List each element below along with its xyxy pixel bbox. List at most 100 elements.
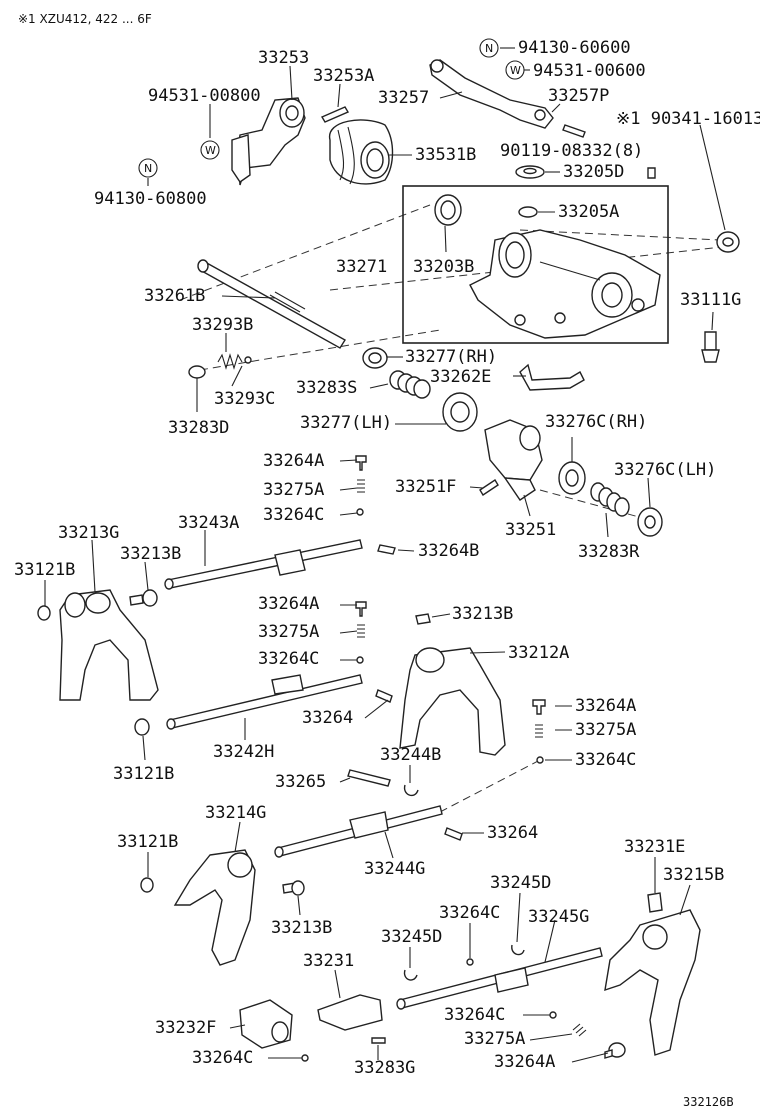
fork-rail-33245G [396,947,603,1010]
leader-lines [44,47,726,1063]
pin-33253A [320,106,350,123]
label-33212A: 33212A [508,643,569,663]
label-33245G: 33245G [528,907,589,927]
select-lever [429,59,586,138]
label-33275A-2: 33275A [258,622,319,642]
bolt-33213B-1 [129,589,158,607]
fork-rail-33244G [274,805,443,858]
label-90119-08332: 90119-08332(8) [500,141,643,161]
label-94130-60800: 94130-60800 [94,189,207,209]
breather-plug [716,231,740,253]
label-33231: 33231 [303,951,354,971]
cushion-33121B-2 [134,718,150,736]
detent-set-2 [355,601,367,664]
label-33264-2: 33264 [487,823,538,843]
ball-33264C-5 [549,1011,557,1019]
cushion-33121B-3 [140,877,154,893]
label-33205D: 33205D [563,162,624,182]
inner-lever [519,363,585,391]
label-33231E: 33231E [624,837,685,857]
detent-set-3 [532,699,546,764]
diagram-code: 332126B [683,1095,734,1109]
label-33265: 33265 [275,772,326,792]
shift-fork-33215B [604,909,701,1056]
label-33253A: 33253A [313,66,374,86]
shift-fork-33214G [173,849,256,966]
label-33283G: 33283G [354,1058,415,1078]
label-33264A-1: 33264A [263,451,324,471]
shift-head [484,419,543,501]
fork-rail-33243A [164,539,363,590]
label-33264A-4: 33264A [494,1052,555,1072]
mark-w-circle-1 [505,60,525,80]
shift-head-33231 [317,994,383,1031]
mark-n-2: N [144,162,152,175]
label-33251: 33251 [505,520,556,540]
label-33121B-1: 33121B [14,560,75,580]
label-33203B: 33203B [413,257,474,277]
label-33262E: 33262E [430,367,491,387]
label-33264-1: 33264 [302,708,353,728]
clip-33244B [403,784,419,797]
shift-fork-33213G [59,589,159,701]
label-33293B: 33293B [192,315,253,335]
label-33283D: 33283D [168,418,229,438]
mark-n-circle-1 [479,38,499,58]
label-33121B-3: 33121B [117,832,178,852]
shift-fork-33212A [399,647,506,756]
clip-33245D-1 [511,944,525,956]
label-94531-00800: 94531-00800 [148,86,261,106]
new-part-marks: N N W W [138,38,525,178]
label-33232F: 33232F [155,1018,216,1038]
ball-33264C-4 [466,958,474,966]
detent-set-1 [355,455,367,516]
shift-head-33232F [239,999,293,1049]
label-33261B: 33261B [144,286,205,306]
bolt-33213B-3 [282,880,305,896]
label-33264C-1: 33264C [263,505,324,525]
pin-33283G [371,1037,386,1044]
label-33245D-2: 33245D [381,927,442,947]
label-94130-60600: 94130-60600 [518,38,631,58]
label-33111G: 33111G [680,290,741,310]
label-33264C-2: 33264C [258,649,319,669]
label-33264C-4: 33264C [439,903,500,923]
mark-w-1: W [510,64,521,77]
header-note: ※1 XZU412, 422 ... 6F [18,12,152,26]
label-33213G: 33213G [58,523,119,543]
mark-w-2: W [205,144,216,157]
shift-case-body [469,229,661,339]
label-33531B: 33531B [415,145,476,165]
label-33242H: 33242H [213,742,274,762]
oil-seal [434,194,462,226]
label-33277-rh: 33277(RH) [405,347,497,367]
label-33277-lh: 33277(LH) [300,413,392,433]
spring-33275A-4 [572,1023,587,1037]
label-33264A-3: 33264A [575,696,636,716]
label-33264B: 33264B [418,541,479,561]
label-33243A: 33243A [178,513,239,533]
label-33213B-2: 33213B [452,604,513,624]
bolt-33264A-4 [604,1042,626,1059]
label-33215B: 33215B [663,865,724,885]
mark-n-1: N [485,42,493,55]
washer-group [515,165,656,218]
ball-33264C-6 [301,1054,309,1062]
label-33244B: 33244B [380,745,441,765]
label-33264C-6: 33264C [192,1048,253,1068]
bushing-lh [442,392,478,432]
label-33253: 33253 [258,48,309,68]
pin-33264-1 [375,689,393,703]
shift-shaft [197,259,346,349]
label-33293C: 33293C [214,389,275,409]
label-94531-00600: 94531-00600 [533,61,646,81]
label-33275A-4: 33275A [464,1029,525,1049]
shift-lever-bracket [231,97,306,186]
mark-w-circle-2 [200,140,220,160]
label-33271: 33271 [336,257,387,277]
clip-33245D-2 [403,969,418,981]
mark-n-circle-2 [138,158,158,178]
bolt-33213B-2 [415,613,431,625]
bushing-rh [362,347,388,369]
